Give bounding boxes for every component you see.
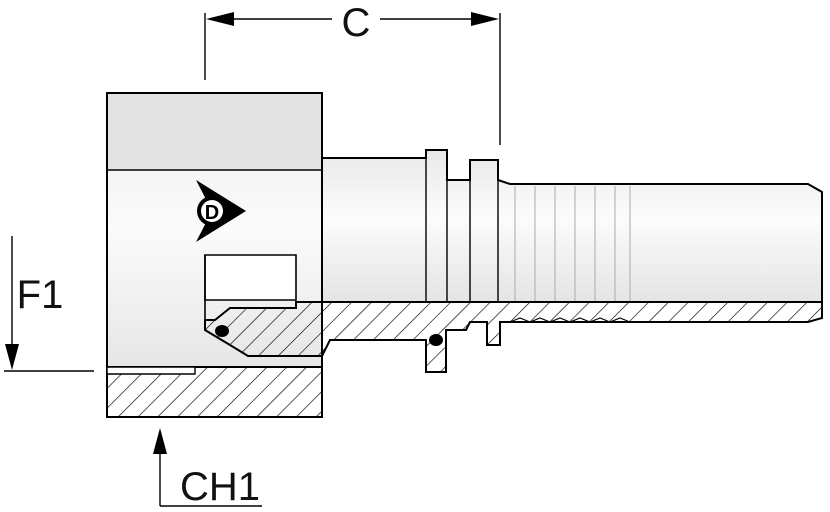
- dimension-ch1: CH1: [153, 428, 262, 509]
- dimension-label-ch1: CH1: [180, 465, 260, 509]
- stem-section: [204, 301, 823, 373]
- dimension-f1: F1: [4, 236, 94, 372]
- o-ring-rear: [429, 334, 443, 346]
- logo-letter: D: [205, 202, 219, 224]
- dimension-label-f1: F1: [17, 273, 64, 317]
- nut-section: [106, 366, 323, 418]
- dimension-c: C: [204, 1, 501, 145]
- dimension-label-c: C: [342, 1, 371, 45]
- stem-body: [321, 149, 823, 303]
- o-ring-front: [215, 325, 229, 337]
- dunlop-d-logo-icon: D: [196, 180, 246, 242]
